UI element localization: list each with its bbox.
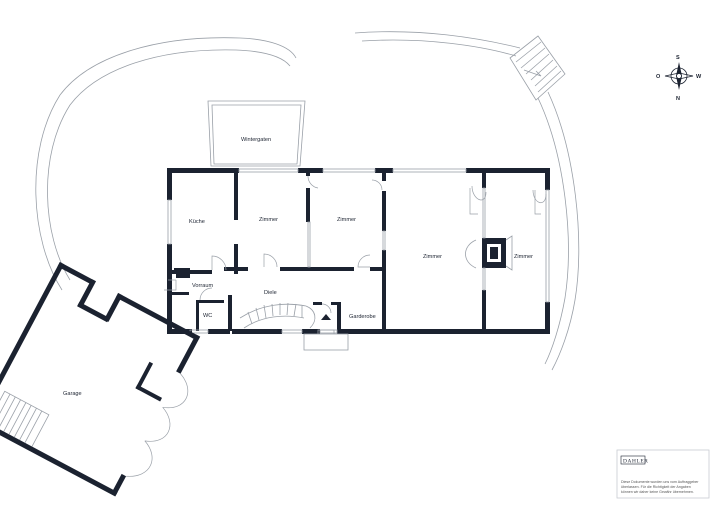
- legend-box: DAHLER Diese Dokumente wurden uns vom Au…: [616, 449, 710, 499]
- label-zimmer-3: Zimmer: [423, 254, 442, 260]
- fireplace: [465, 235, 513, 271]
- dahler-logo: DAHLER: [623, 459, 648, 465]
- label-wintergarten: Wintergaten: [241, 137, 271, 143]
- windows: [167, 168, 550, 334]
- label-garage: Garage: [63, 391, 82, 397]
- label-garderobe: Garderobe: [349, 314, 376, 320]
- exterior-stairs: [509, 35, 566, 101]
- garage: [0, 262, 201, 497]
- label-zimmer-1: Zimmer: [259, 217, 278, 223]
- compass-south: S: [676, 55, 680, 61]
- label-zimmer-2: Zimmer: [337, 217, 356, 223]
- terrain-outline: [35, 31, 580, 371]
- label-wc: WC: [203, 313, 212, 319]
- compass-north: N: [676, 96, 680, 102]
- interior-staircase: [239, 302, 316, 329]
- interior-walls: [172, 168, 486, 334]
- wintergarten: [207, 100, 306, 167]
- disclaimer-line-1: Diese Dokumente wurden uns vom Auftragge…: [621, 480, 699, 484]
- compass-west: W: [696, 74, 702, 80]
- exterior-walls: [167, 168, 550, 334]
- compass: S N O W: [656, 55, 702, 102]
- label-kueche: Küche: [189, 219, 205, 225]
- doors: [164, 175, 547, 314]
- disclaimer-line-2: überlassen. Für die Richtigkeit der Anga…: [621, 485, 691, 489]
- disclaimer-line-3: können wir daher keine Gewähr übernehmen…: [621, 490, 694, 494]
- entrance-steps: [303, 314, 349, 351]
- label-vorraum: Vorraum: [192, 283, 213, 289]
- label-zimmer-4: Zimmer: [514, 254, 533, 260]
- label-diele: Diele: [264, 290, 277, 296]
- compass-east: O: [656, 74, 661, 80]
